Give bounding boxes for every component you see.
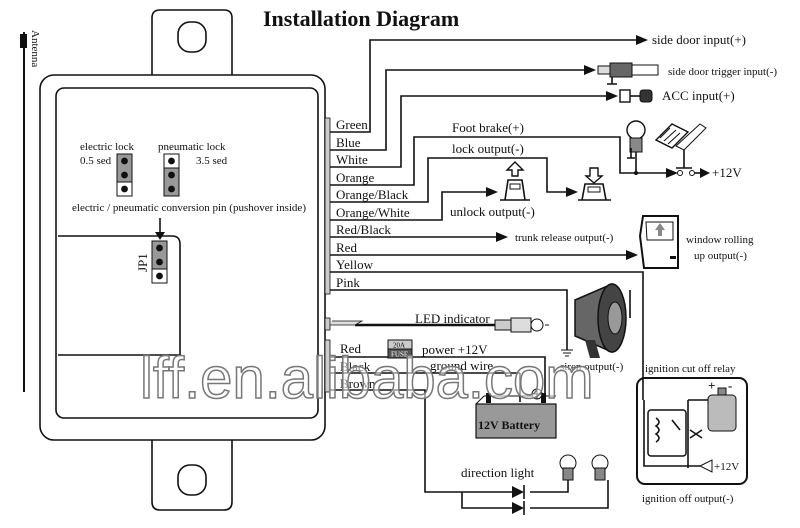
- ignition-off-output-label: ignition off output(-): [642, 493, 734, 505]
- wire-white: White: [336, 152, 368, 167]
- control-module: electric lock 0.5 sed pneumatic lock 3.5…: [39, 9, 331, 511]
- wire-orange: Orange: [336, 170, 374, 185]
- svg-text:-: -: [728, 378, 732, 393]
- pneumatic-jumper: [163, 153, 180, 197]
- car-door-icon: [638, 215, 679, 269]
- siren-icon: [561, 282, 631, 358]
- ground-wire-label: ground wire: [430, 358, 493, 373]
- antenna-label: Antenna: [29, 30, 41, 67]
- wiring: [330, 35, 678, 515]
- wire-black-ground: Black: [340, 359, 371, 374]
- battery-icon: 12V Battery: [475, 388, 557, 439]
- pneumatic-lock-time: 3.5 sed: [196, 155, 228, 167]
- wire-red-power: Red: [340, 341, 361, 356]
- wire-green: Green: [336, 117, 368, 132]
- led-indicator-label: LED indicator: [415, 311, 490, 326]
- antenna: Antenna: [20, 30, 41, 392]
- conversion-pin-label: electric / pneumatic conversion pin (pus…: [72, 202, 306, 214]
- wire-red: Red: [336, 240, 357, 255]
- svg-text:+: +: [708, 378, 715, 393]
- wire-orange-black: Orange/Black: [336, 187, 409, 202]
- battery-label: 12V Battery: [478, 418, 540, 432]
- jp1-label: JP1: [135, 253, 150, 272]
- door-switch-icon: [597, 62, 659, 85]
- power-label: power +12V: [422, 342, 488, 357]
- fuse-rating: 20A: [393, 342, 405, 350]
- foot-brake-label: Foot brake(+): [452, 120, 524, 135]
- direction-light-label: direction light: [461, 465, 535, 480]
- side-door-trigger-label: side door trigger input(-): [668, 66, 777, 78]
- electric-jumper: [116, 153, 133, 197]
- jp1-jumper: [151, 240, 168, 284]
- electric-lock-time: 0.5 sed: [80, 155, 112, 167]
- ignition-relay-label: ignition cut off relay: [645, 363, 736, 375]
- wire-yellow: Yellow: [336, 257, 374, 272]
- pneumatic-lock-label: pneumatic lock: [158, 141, 226, 153]
- wire-red-black: Red/Black: [336, 222, 391, 237]
- diagram-title: Installation Diagram: [263, 6, 459, 31]
- ignition-key-icon: [619, 89, 653, 103]
- direction-light-icon: [559, 454, 609, 481]
- fuse-icon: 20A FUSE: [387, 339, 413, 359]
- relay-12v-label: +12V: [714, 461, 739, 473]
- lock-icon: [578, 167, 611, 201]
- window-rolling-label-2: up output(-): [694, 250, 747, 262]
- window-rolling-label-1: window rolling: [686, 234, 754, 246]
- wire-blue: Blue: [336, 135, 361, 150]
- led-icon: [494, 317, 549, 333]
- wire-pink: Pink: [336, 275, 360, 290]
- wire-brown: Brown: [340, 376, 376, 391]
- unlock-output-label: unlock output(-): [450, 204, 535, 219]
- unlock-icon: [500, 161, 530, 201]
- brake-light-icon: [626, 120, 646, 175]
- electric-lock-label: electric lock: [80, 141, 135, 153]
- trunk-release-label: trunk release output(-): [515, 232, 614, 244]
- ignition-relay: +- +12V: [636, 377, 748, 485]
- brake-12v-label: +12V: [712, 165, 742, 180]
- wire-labels: Green Blue White Orange Orange/Black Ora…: [336, 117, 410, 391]
- fuse-label: FUSE: [391, 351, 408, 359]
- acc-input-label: ACC input(+): [662, 88, 735, 103]
- brake-pedal-icon: [654, 123, 710, 178]
- lock-output-label: lock output(-): [452, 141, 524, 156]
- siren-output-label: siren output(-): [560, 361, 624, 373]
- watermark: lff.en.alibaba.com: [140, 346, 594, 411]
- wire-orange-white: Orange/White: [336, 205, 410, 220]
- side-door-input-label: side door input(+): [652, 32, 746, 47]
